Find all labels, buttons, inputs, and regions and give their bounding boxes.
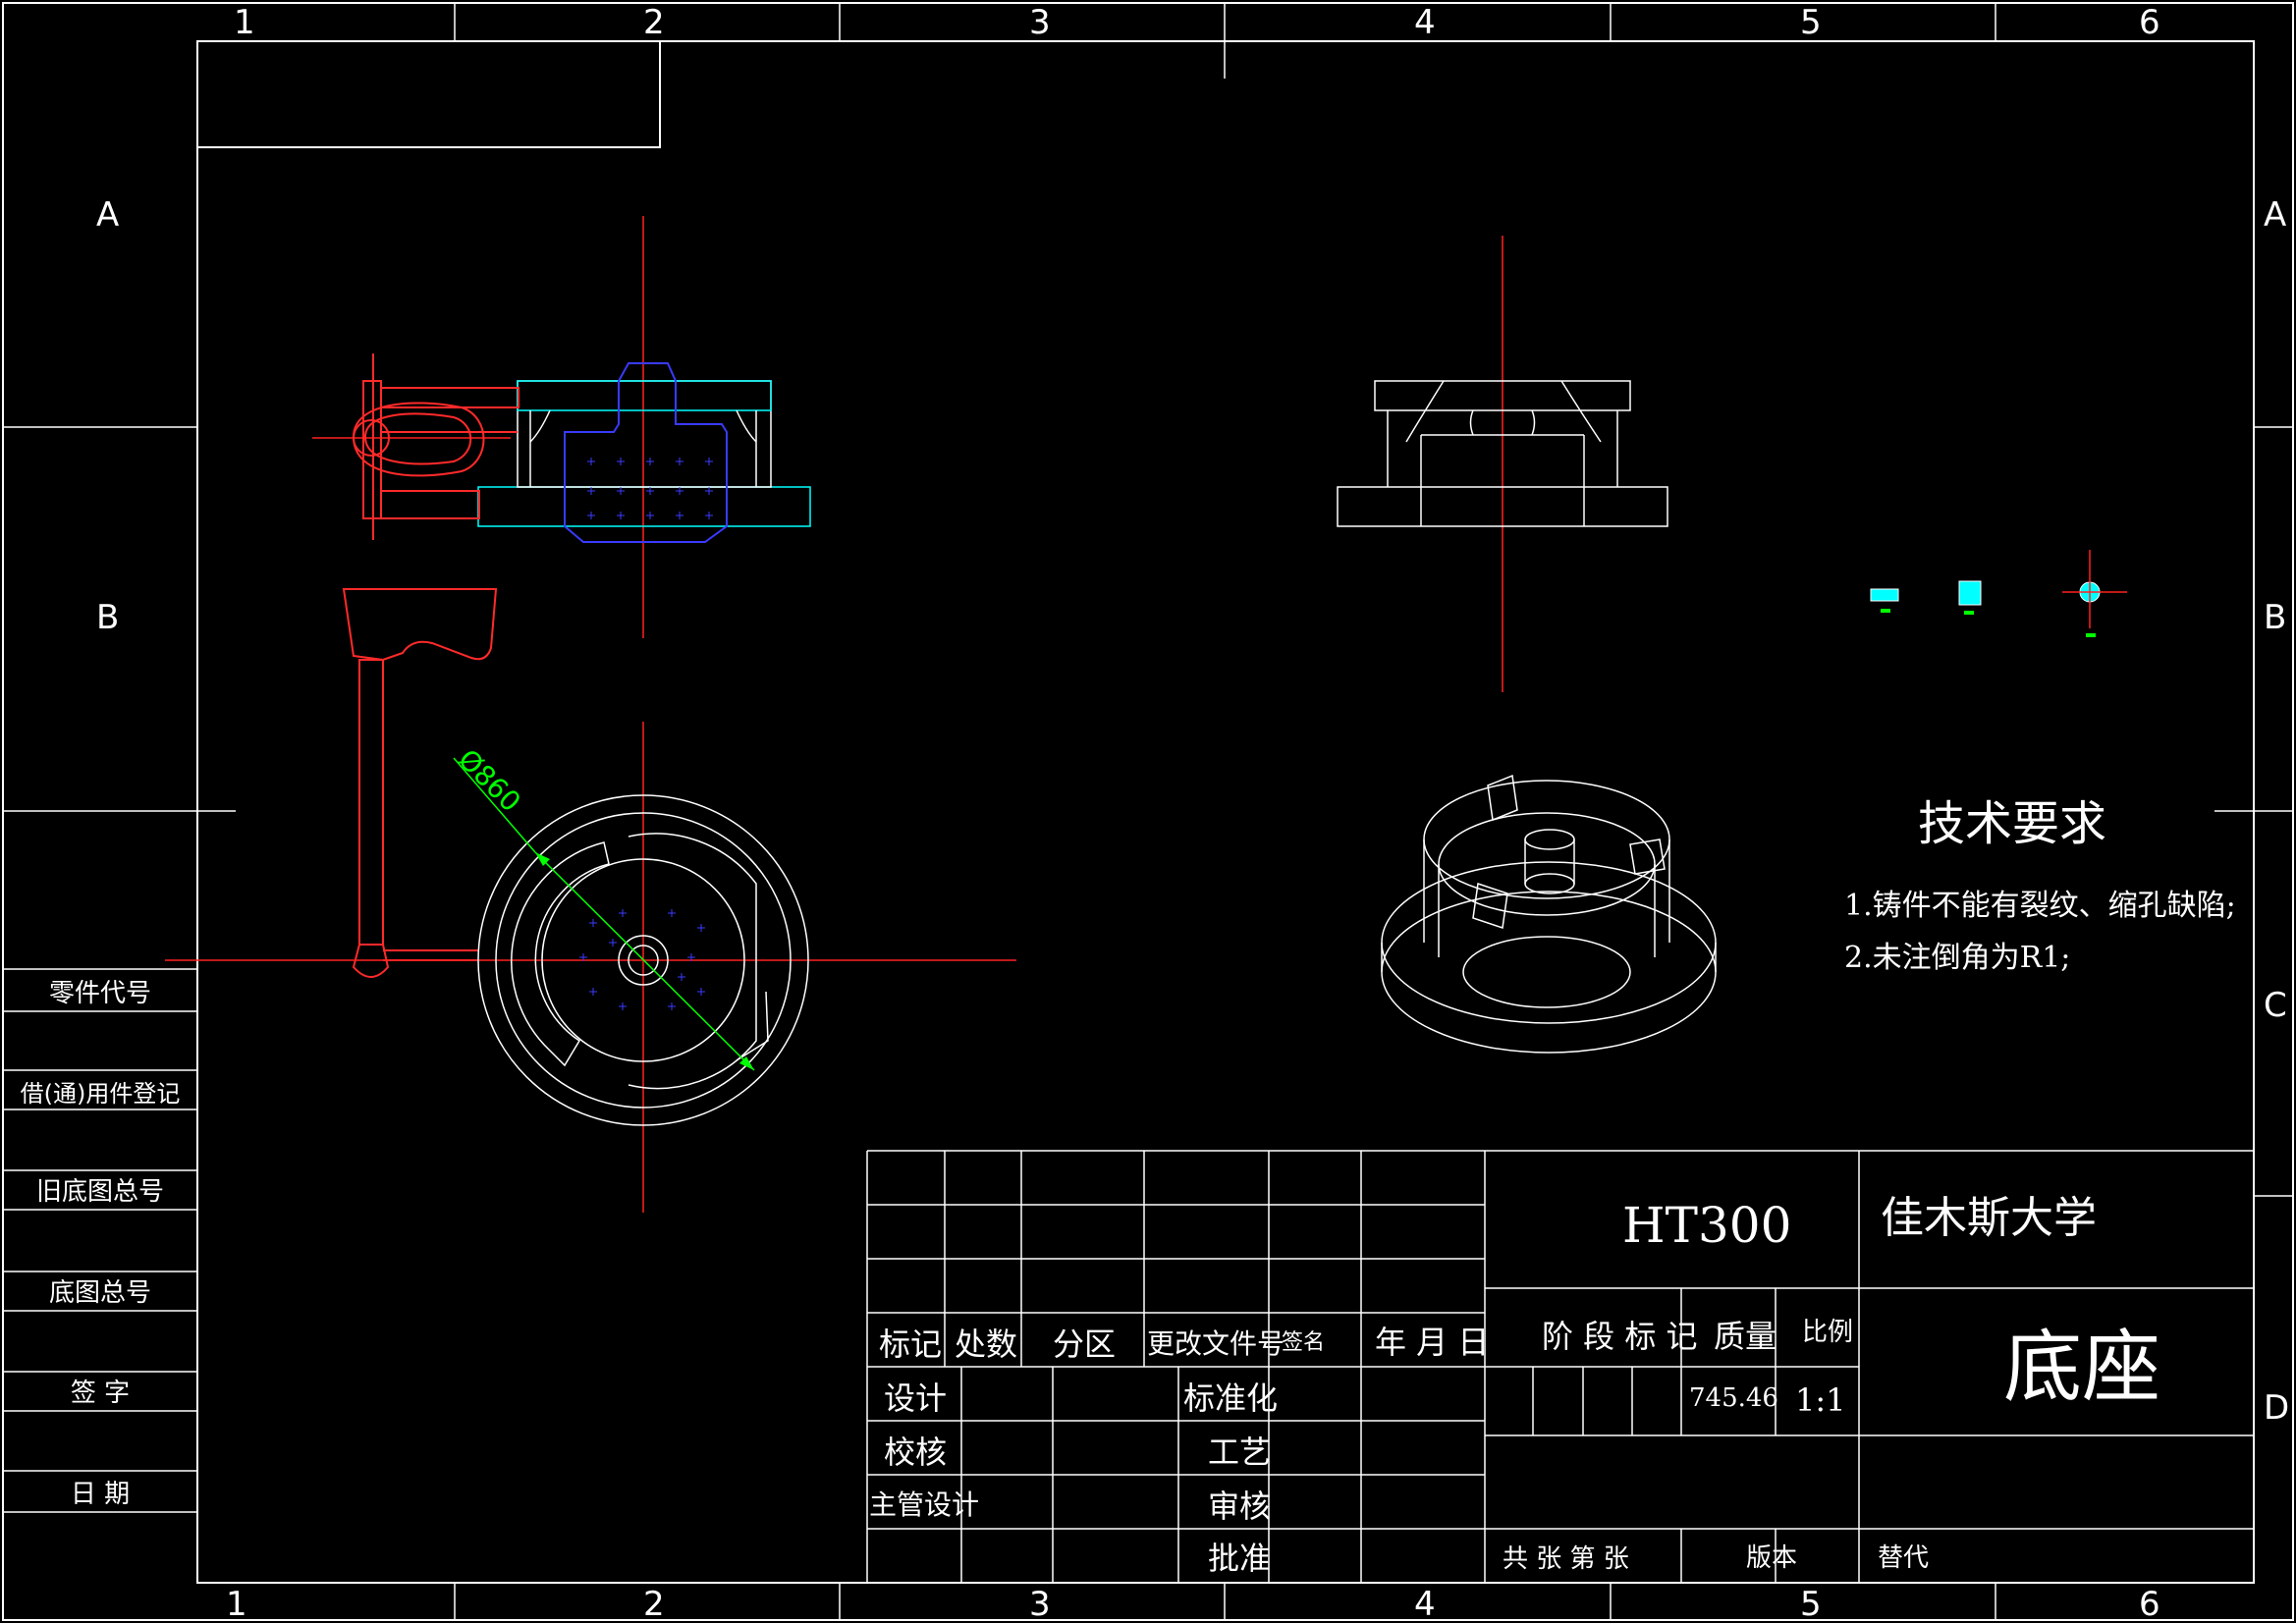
grid-labels: 1 2 3 4 5 6 1 2 3 4 5 6 A B A B C D bbox=[96, 3, 2289, 1623]
side-label-old-base: 旧底图总号 bbox=[36, 1177, 164, 1207]
side-label-borrow: 借(通)用件登记 bbox=[21, 1080, 181, 1108]
row-label-right-b: B bbox=[2264, 598, 2286, 637]
side-label-date: 日 期 bbox=[71, 1480, 130, 1509]
side-label-base: 底图总号 bbox=[49, 1278, 151, 1308]
side-label-part-code: 零件代号 bbox=[49, 979, 151, 1008]
label-process: 工艺 bbox=[1208, 1434, 1271, 1471]
col-label-top-2: 2 bbox=[643, 3, 665, 42]
title-block-text: 标记 处数 分区 更改文件号 签名 年 月 日 设计 标准化 校核 工艺 主管设… bbox=[869, 1193, 2160, 1577]
tech-requirement-item: 1.铸件不能有裂纹、缩孔缺陷; bbox=[1844, 889, 2236, 923]
side-labels: 零件代号 借(通)用件登记 旧底图总号 底图总号 签 字 日 期 bbox=[21, 979, 181, 1509]
label-chief-design: 主管设计 bbox=[869, 1488, 979, 1521]
top-view-blue-dots bbox=[579, 909, 705, 1010]
isometric-view bbox=[1381, 774, 1717, 1054]
replace-label: 替代 bbox=[1878, 1543, 1929, 1573]
rev-header-zone: 分区 bbox=[1053, 1325, 1116, 1363]
col-label-top-6: 6 bbox=[2139, 3, 2160, 42]
row-label-right-a: A bbox=[2264, 195, 2286, 235]
scale-label: 比例 bbox=[1802, 1318, 1853, 1347]
row-label-right-d: D bbox=[2264, 1388, 2289, 1428]
side-view bbox=[1337, 236, 1668, 692]
side-label-sign: 签 字 bbox=[71, 1379, 130, 1408]
top-view: Ø860 bbox=[165, 722, 1016, 1213]
label-design: 设计 bbox=[884, 1380, 947, 1417]
hatch-marks bbox=[587, 458, 713, 519]
diameter-dimension-line bbox=[534, 851, 755, 1071]
sheet-info: 共 张 第 张 bbox=[1503, 1544, 1629, 1574]
tech-requirements-title: 技术要求 bbox=[1918, 796, 2106, 851]
col-label-bottom-5: 5 bbox=[1800, 1585, 1822, 1623]
col-label-top-3: 3 bbox=[1029, 3, 1051, 42]
diameter-label: Ø860 bbox=[452, 743, 527, 819]
rev-header-mark: 标记 bbox=[879, 1325, 942, 1363]
col-label-bottom-6: 6 bbox=[2139, 1585, 2160, 1623]
col-label-bottom-4: 4 bbox=[1414, 1585, 1436, 1623]
material-value: HT300 bbox=[1622, 1197, 1791, 1254]
row-label-left-b: B bbox=[96, 598, 119, 637]
zone-dividers bbox=[3, 3, 2293, 1620]
col-label-top-1: 1 bbox=[234, 3, 255, 42]
scale-value: 1:1 bbox=[1795, 1381, 1846, 1419]
col-label-bottom-2: 2 bbox=[643, 1585, 665, 1623]
tech-requirement-item: 2.未注倒角为R1; bbox=[1844, 941, 2070, 975]
label-approve: 批准 bbox=[1208, 1540, 1271, 1577]
col-label-bottom-3: 3 bbox=[1029, 1585, 1051, 1623]
col-label-top-5: 5 bbox=[1800, 3, 1822, 42]
col-label-top-4: 4 bbox=[1414, 3, 1436, 42]
rev-header-date: 年 月 日 bbox=[1375, 1324, 1489, 1361]
label-review: 审核 bbox=[1208, 1488, 1271, 1525]
title-block-lines bbox=[866, 1150, 2254, 1583]
school-name: 佳木斯大学 bbox=[1881, 1193, 2097, 1243]
mass-label: 质量 bbox=[1714, 1318, 1777, 1355]
mass-value: 745.46 bbox=[1689, 1383, 1778, 1413]
side-label-table bbox=[3, 968, 197, 1513]
label-standardization: 标准化 bbox=[1183, 1380, 1278, 1417]
top-left-box bbox=[197, 41, 661, 148]
part-name: 底座 bbox=[2003, 1322, 2160, 1413]
arrow-head bbox=[535, 852, 550, 866]
front-view bbox=[312, 216, 811, 638]
label-check: 校核 bbox=[884, 1434, 947, 1471]
row-label-left-a: A bbox=[96, 195, 119, 235]
col-label-bottom-1: 1 bbox=[226, 1585, 247, 1623]
rev-header-doc: 更改文件号 bbox=[1147, 1327, 1285, 1360]
inner-hidden-profile bbox=[564, 362, 728, 543]
version-label: 版本 bbox=[1746, 1543, 1797, 1573]
inner-frame bbox=[196, 40, 2255, 1584]
section-markers bbox=[1870, 550, 2127, 637]
row-label-right-c: C bbox=[2264, 986, 2287, 1025]
arrow-head bbox=[739, 1056, 754, 1070]
rev-header-count: 处数 bbox=[955, 1325, 1017, 1363]
stage-mark-label: 阶 段 标 记 bbox=[1542, 1318, 1698, 1355]
clamp-assembly bbox=[352, 353, 519, 540]
rev-header-sign: 签名 bbox=[1282, 1330, 1325, 1355]
